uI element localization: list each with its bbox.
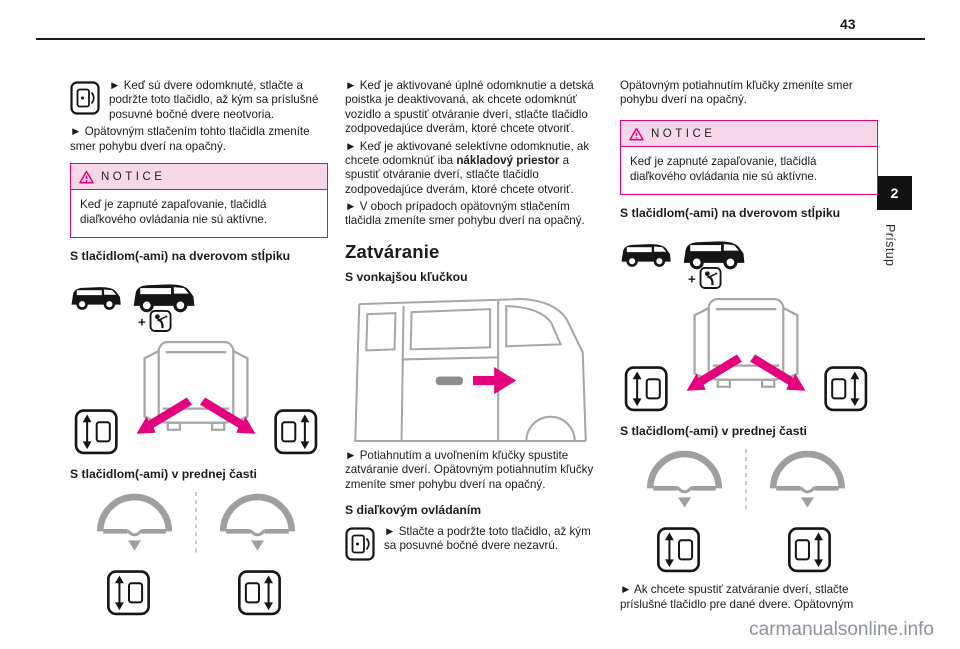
paragraph-pull-handle: ► Potiahnutím a uvoľnením kľučky spustit… — [345, 448, 594, 491]
vans-and-door-button-illustration — [620, 228, 832, 290]
page-number: 43 — [840, 16, 856, 32]
paragraph-start-closing: ► Ak chcete spustiť zatváranie dverí, st… — [620, 583, 854, 611]
paragraph-remote-close: ► Stlačte a podržte toto tlačidlo, až ký… — [345, 525, 603, 554]
chapter-label: Prístup — [883, 224, 897, 267]
notice-box: NOTICE Keď je zapnuté zapaľovanie, tlači… — [70, 162, 328, 238]
heading-remote-control: S diaľkovým ovládaním — [345, 502, 482, 517]
paragraph-text: ► Keď je aktivované selektívne odomknuti… — [345, 139, 590, 167]
figure-sliding-door-handle — [345, 292, 603, 445]
figure-dashboard-buttons — [620, 446, 878, 579]
notice-header: NOTICE — [621, 120, 877, 148]
column-middle: ► Keď je aktivované úplné odomknutie a d… — [345, 79, 603, 563]
warning-icon — [79, 170, 94, 184]
paragraph-bold-text: nákladový priestor — [456, 153, 560, 167]
steering-wheels-buttons-illustration — [70, 489, 322, 622]
column-right: Opätovným potiahnutím kľučky zmeníte sme… — [620, 79, 878, 615]
notice-box: NOTICE Keď je zapnuté zapaľovanie, tlači… — [620, 119, 878, 195]
paragraph-text: ► Stlačte a podržte toto tlačidlo, až ký… — [384, 525, 591, 553]
van-rear-open-doors-illustration — [70, 337, 322, 456]
notice-title: NOTICE — [651, 127, 716, 140]
paragraph-hold-button: ► Keď sú dvere odomknuté, stlačte a podr… — [70, 79, 328, 122]
heading-front-buttons: S tlačidlom(-ami) v prednej časti — [70, 467, 257, 482]
heading-front-buttons: S tlačidlom(-ami) v prednej časti — [620, 424, 807, 438]
section-title-closing: Zatváranie — [345, 240, 440, 262]
paragraph-full-unlock: ► Keď je aktivované úplné odomknutie a d… — [345, 79, 594, 136]
figure-dashboard-buttons — [70, 489, 328, 622]
paragraph-direction-change: ► Opätovným stlačením tohto tlačidla zme… — [70, 125, 310, 153]
paragraph-both-cases: ► V oboch prípadoch opätovným stlačením … — [345, 200, 585, 228]
paragraph-text: ► Keď sú dvere odomknuté, stlačte a podr… — [109, 79, 319, 121]
figure-van-rear-buttons — [620, 294, 878, 413]
figure-van-rear-buttons — [70, 337, 328, 456]
paragraph-text: a spustiť otváranie dverí, stlačte tlači… — [345, 153, 574, 196]
van-rear-open-doors-illustration — [620, 294, 872, 413]
heading-pillar-buttons: S tlačidlom(-ami) na dverovom stĺpiku — [620, 205, 841, 220]
top-rule — [36, 38, 925, 40]
chapter-tab-number: 2 — [877, 176, 912, 210]
warning-icon — [629, 127, 644, 141]
heading-pillar-buttons: S tlačidlom(-ami) na dverovom stĺpiku — [70, 249, 291, 263]
remote-door-button-icon — [70, 81, 100, 115]
notice-text: Keď je zapnuté zapaľovanie, tlačidlá dia… — [80, 198, 268, 226]
paragraph-pull-again: Opätovným potiahnutím kľučky zmeníte sme… — [620, 79, 853, 107]
vans-and-door-button-illustration — [70, 271, 282, 333]
heading-outside-handle: S vonkajšou kľučkou — [345, 269, 468, 284]
watermark: carmanualsonline.info — [749, 619, 934, 640]
notice-header: NOTICE — [71, 163, 327, 191]
remote-door-button-icon — [345, 527, 375, 561]
notice-title: NOTICE — [101, 170, 166, 183]
figure-vans-plus-button — [70, 271, 328, 333]
column-left: ► Keď sú dvere odomknuté, stlačte a podr… — [70, 79, 328, 626]
steering-wheels-buttons-illustration — [620, 446, 872, 579]
notice-text: Keď je zapnuté zapaľovanie, tlačidlá dia… — [630, 155, 818, 183]
figure-vans-plus-button — [620, 228, 878, 290]
sliding-door-handle-illustration — [345, 292, 597, 445]
paragraph-selective-unlock: ► Keď je aktivované selektívne odomknuti… — [345, 140, 603, 198]
